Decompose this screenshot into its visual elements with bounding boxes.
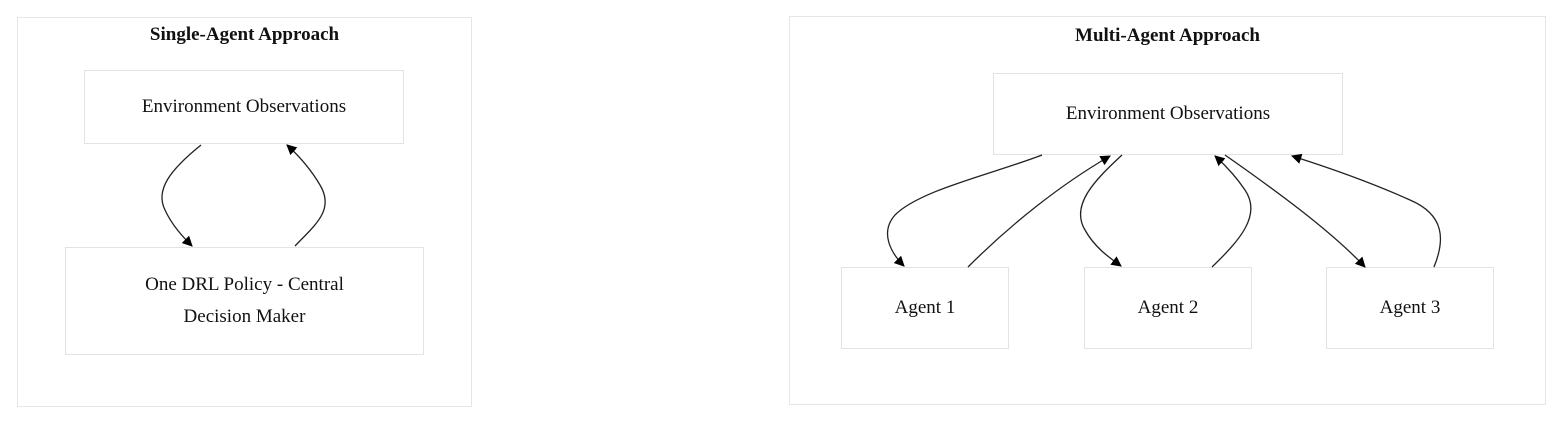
multi-env-label: Environment Observations — [1065, 103, 1271, 124]
single-policy-node: One DRL Policy - Central Decision Maker — [65, 247, 424, 355]
policy-label-line1: One DRL Policy - Central — [145, 274, 344, 295]
policy-label-line2: Decision Maker — [183, 306, 306, 327]
agent-1-label: Agent 1 — [894, 297, 956, 318]
agent-2-label: Agent 2 — [1137, 297, 1199, 318]
edge-env-to-agent2 — [1079, 154, 1123, 267]
single-agent-title: Single-Agent Approach — [149, 24, 340, 45]
edge-policy-to-env — [286, 144, 326, 247]
edge-agent3-to-env — [1291, 153, 1442, 268]
multi-env-node: Environment Observations — [993, 73, 1343, 155]
agent-1-node: Agent 1 — [841, 267, 1009, 349]
agent-2-node: Agent 2 — [1084, 267, 1252, 349]
edge-env-to-policy — [161, 144, 202, 247]
multi-agent-cluster: Multi-Agent Approach — [789, 16, 1546, 405]
edge-agent1-to-env — [967, 155, 1111, 268]
multi-agent-title: Multi-Agent Approach — [1075, 25, 1260, 46]
agent-3-node: Agent 3 — [1326, 267, 1494, 349]
edge-env-to-agent3 — [1224, 154, 1366, 268]
single-agent-cluster: Single-Agent Approach — [17, 17, 472, 407]
single-env-label: Environment Observations — [141, 96, 347, 117]
edge-agent2-to-env — [1211, 155, 1252, 268]
edge-env-to-agent1 — [886, 154, 1043, 267]
agent-3-label: Agent 3 — [1379, 297, 1441, 318]
single-env-node: Environment Observations — [84, 70, 404, 144]
